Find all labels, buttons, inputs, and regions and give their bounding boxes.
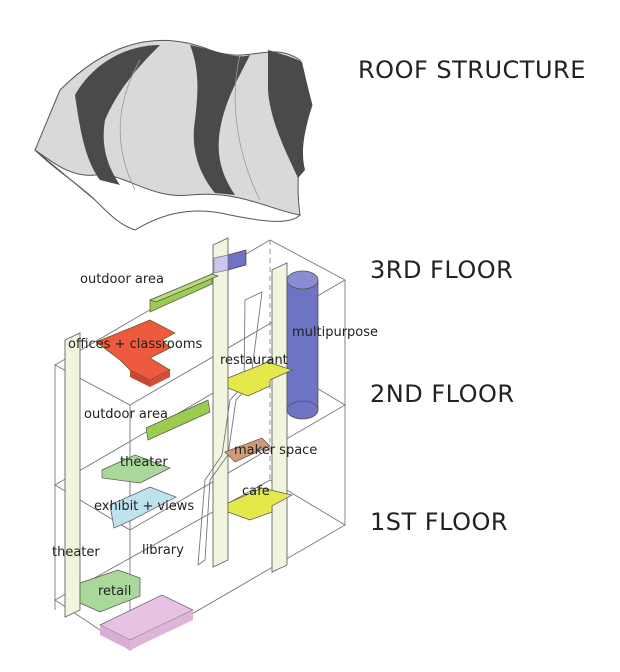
label-multipurpose: multipurpose [292, 325, 378, 340]
label-restaurant: restaurant [220, 353, 288, 368]
program-blocks [79, 249, 319, 650]
label-library: library [142, 543, 184, 558]
label-exhibit: exhibit + views [94, 499, 194, 514]
theater-2-block [101, 454, 171, 484]
label-cafe: cafe [242, 484, 270, 499]
label-theater-2: theater [120, 455, 168, 470]
label-retail: retail [98, 584, 131, 599]
roof-structure [34, 39, 313, 231]
multipurpose-cylinder [286, 270, 319, 420]
label-theater-1: theater [52, 545, 100, 560]
outdoor-area-2-block [145, 399, 211, 441]
third-floor-title: 3RD FLOOR [370, 256, 513, 284]
restaurant-block [227, 361, 293, 397]
label-offices: offices + classrooms [68, 337, 202, 352]
building-wireframe [54, 239, 346, 651]
retail-block [79, 569, 141, 613]
first-floor-title: 1ST FLOOR [370, 508, 508, 536]
purple-block [227, 249, 247, 271]
label-outdoor-area-3: outdoor area [80, 272, 164, 287]
offices-block [95, 319, 176, 381]
label-outdoor-area-2: outdoor area [84, 407, 168, 422]
exhibit-block [109, 486, 177, 529]
label-maker-space: maker space [234, 443, 317, 458]
second-floor-title: 2ND FLOOR [370, 380, 515, 408]
cafe-block [227, 487, 293, 521]
maker-space-block [224, 437, 271, 463]
roof-structure-title: ROOF STRUCTURE [358, 56, 586, 84]
